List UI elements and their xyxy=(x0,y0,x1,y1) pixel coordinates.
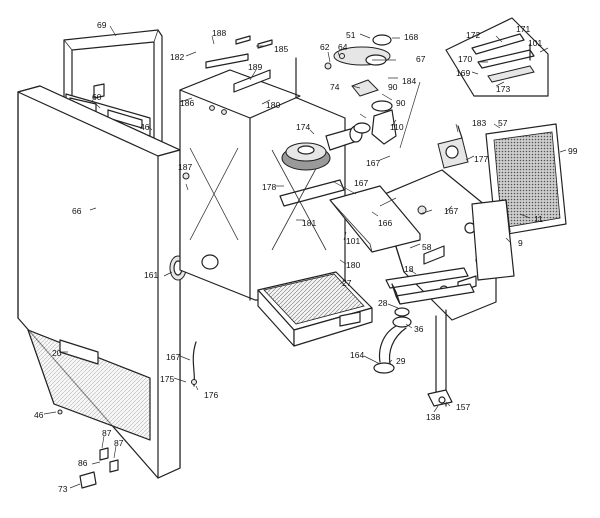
label-69: 69 xyxy=(97,20,107,30)
label-176: 176 xyxy=(204,390,218,400)
label-166: 166 xyxy=(378,218,392,228)
label-87a: 87 xyxy=(102,428,112,438)
label-167a: 167 xyxy=(366,158,380,168)
burner-assembly xyxy=(257,271,373,347)
label-101b: 101 xyxy=(346,236,360,246)
label-67: 67 xyxy=(416,54,426,64)
label-172: 172 xyxy=(466,30,480,40)
label-175: 175 xyxy=(160,374,174,384)
label-18: 18 xyxy=(404,264,414,274)
label-101a: 101 xyxy=(528,38,542,48)
sealed-chamber-panel xyxy=(379,169,497,321)
label-73: 73 xyxy=(58,484,68,494)
label-186: 186 xyxy=(180,98,194,108)
label-184: 184 xyxy=(402,76,416,86)
label-110: 110 xyxy=(390,122,404,132)
label-167d: 167 xyxy=(166,352,180,362)
label-161: 161 xyxy=(144,270,158,280)
label-183: 183 xyxy=(472,118,486,128)
label-20: 20 xyxy=(52,348,62,358)
label-58: 58 xyxy=(422,242,432,252)
label-87b: 87 xyxy=(114,438,124,448)
leader-lines xyxy=(43,25,567,489)
label-189: 189 xyxy=(248,62,262,72)
small-fittings xyxy=(57,341,197,489)
gas-valve xyxy=(437,125,469,169)
label-11: 11 xyxy=(534,214,543,224)
label-169: 169 xyxy=(456,68,470,78)
label-187: 187 xyxy=(178,162,192,172)
label-99: 99 xyxy=(568,146,578,156)
label-90a: 90 xyxy=(388,82,398,92)
label-138: 138 xyxy=(426,412,440,422)
boiler-chassis xyxy=(179,35,346,301)
label-28: 28 xyxy=(378,298,388,308)
label-174: 174 xyxy=(296,122,310,132)
label-173: 173 xyxy=(496,84,510,94)
label-171: 171 xyxy=(516,24,530,34)
label-167c: 167 xyxy=(444,206,458,216)
label-157: 157 xyxy=(456,402,470,412)
label-90b: 90 xyxy=(396,98,406,108)
flue-elbow-fittings xyxy=(324,34,397,145)
insulation-panels xyxy=(471,123,567,281)
label-29: 29 xyxy=(396,356,406,366)
label-170: 170 xyxy=(458,54,472,64)
label-36: 36 xyxy=(414,324,424,334)
label-74: 74 xyxy=(330,82,340,92)
label-185: 185 xyxy=(274,44,288,54)
label-62: 62 xyxy=(320,42,330,52)
combustion-cover xyxy=(329,185,421,253)
label-86: 86 xyxy=(78,458,88,468)
label-51: 51 xyxy=(346,30,356,40)
label-66: 66 xyxy=(72,206,82,216)
front-casing xyxy=(17,85,187,479)
label-9: 9 xyxy=(518,238,523,248)
label-177: 177 xyxy=(474,154,488,164)
label-60: 60 xyxy=(92,92,102,102)
top-bracket-set xyxy=(445,17,549,97)
fan-assembly xyxy=(279,125,363,207)
label-57: 57 xyxy=(498,118,508,128)
label-178: 178 xyxy=(262,182,276,192)
label-181: 181 xyxy=(302,218,316,228)
label-180b: 180 xyxy=(346,260,360,270)
label-164: 164 xyxy=(350,350,364,360)
label-46b: 46 xyxy=(34,410,44,420)
label-182: 182 xyxy=(170,52,184,62)
label-64: 64 xyxy=(338,42,348,52)
part-labels: 69 188 182 185 51 168 62 64 67 172 171 1… xyxy=(34,20,578,494)
label-167b: 167 xyxy=(354,178,368,188)
label-180a: 180 xyxy=(266,100,280,110)
label-188: 188 xyxy=(212,28,226,38)
label-46a: 46 xyxy=(140,122,150,132)
label-27: 27 xyxy=(342,278,352,288)
label-168: 168 xyxy=(404,32,418,42)
